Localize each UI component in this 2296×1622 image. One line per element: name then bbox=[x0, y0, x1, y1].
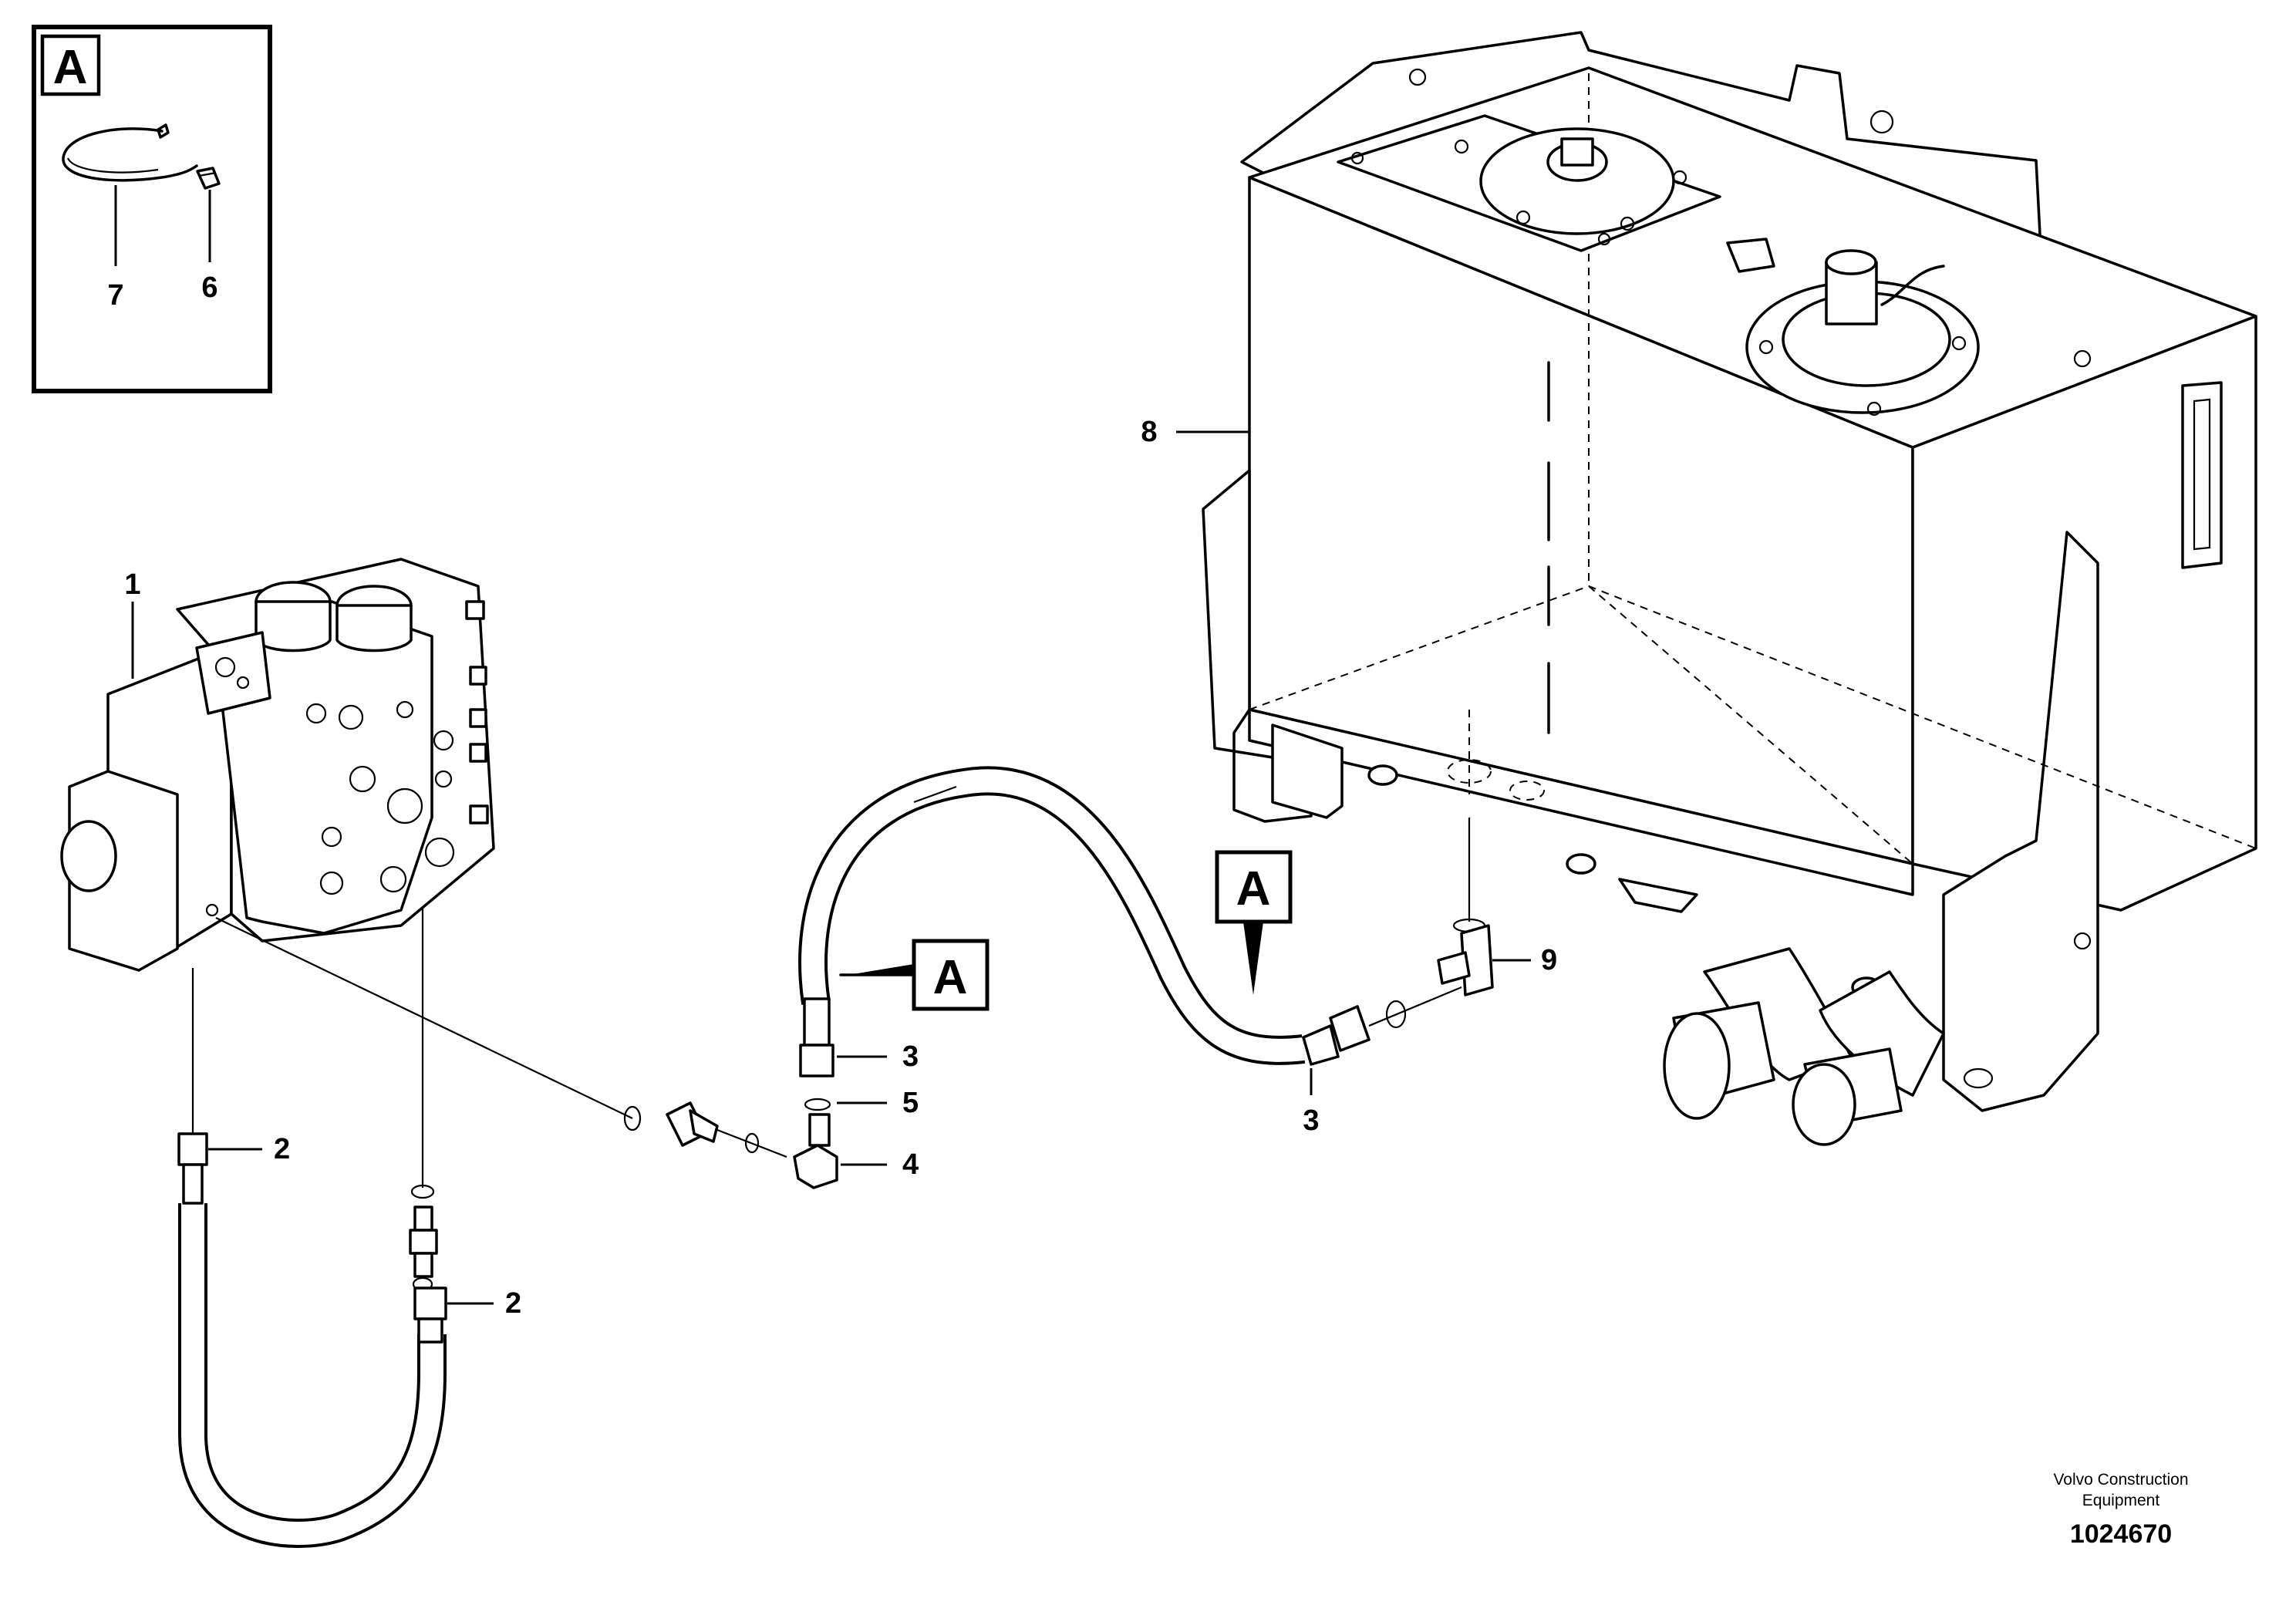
callout-7: 7 bbox=[107, 279, 123, 312]
hose-2 bbox=[177, 1132, 447, 1548]
detail-a-ref-hose: A bbox=[839, 939, 990, 1011]
svg-text:A: A bbox=[1236, 862, 1271, 916]
detail-a-ref-tank: A bbox=[1215, 850, 1293, 995]
tank-cover-plate bbox=[1337, 114, 1721, 252]
straight-adapter bbox=[409, 1206, 438, 1278]
callout-3-top: 3 bbox=[902, 1040, 919, 1073]
callout-2-top: 2 bbox=[274, 1133, 290, 1165]
callout-6: 6 bbox=[201, 271, 217, 304]
adapter-fitting bbox=[666, 1101, 719, 1147]
callout-9: 9 bbox=[1541, 944, 1557, 976]
inset-label: A bbox=[53, 41, 88, 94]
svg-text:A: A bbox=[933, 951, 968, 1004]
hose-3 bbox=[798, 766, 1371, 1077]
tee-fitting bbox=[1437, 924, 1494, 996]
hydraulic-tank: 8 bbox=[1141, 31, 2257, 1146]
callout-5: 5 bbox=[902, 1087, 919, 1119]
tank-outlet-pipes bbox=[1663, 947, 1945, 1146]
inset-label-box bbox=[40, 34, 101, 96]
company-name-line2: Equipment bbox=[2082, 1492, 2160, 1509]
elbow-fitting bbox=[793, 1113, 838, 1189]
callout-2-bottom: 2 bbox=[505, 1287, 521, 1320]
inset-frame bbox=[32, 25, 272, 393]
tank-filler-cap bbox=[1745, 249, 1980, 416]
clip-icon bbox=[196, 167, 221, 190]
callout-8: 8 bbox=[1141, 416, 1157, 448]
company-name-line1: Volvo Construction bbox=[2053, 1471, 2188, 1489]
callout-4: 4 bbox=[902, 1148, 919, 1181]
callout-1: 1 bbox=[124, 568, 140, 601]
callout-3-bottom: 3 bbox=[1303, 1104, 1319, 1137]
drawing-number: 1024670 bbox=[2070, 1519, 2172, 1549]
control-valve: 1 bbox=[60, 558, 495, 972]
detail-a-inset: A 7 6 bbox=[32, 25, 272, 393]
cable-tie-icon bbox=[62, 123, 198, 182]
